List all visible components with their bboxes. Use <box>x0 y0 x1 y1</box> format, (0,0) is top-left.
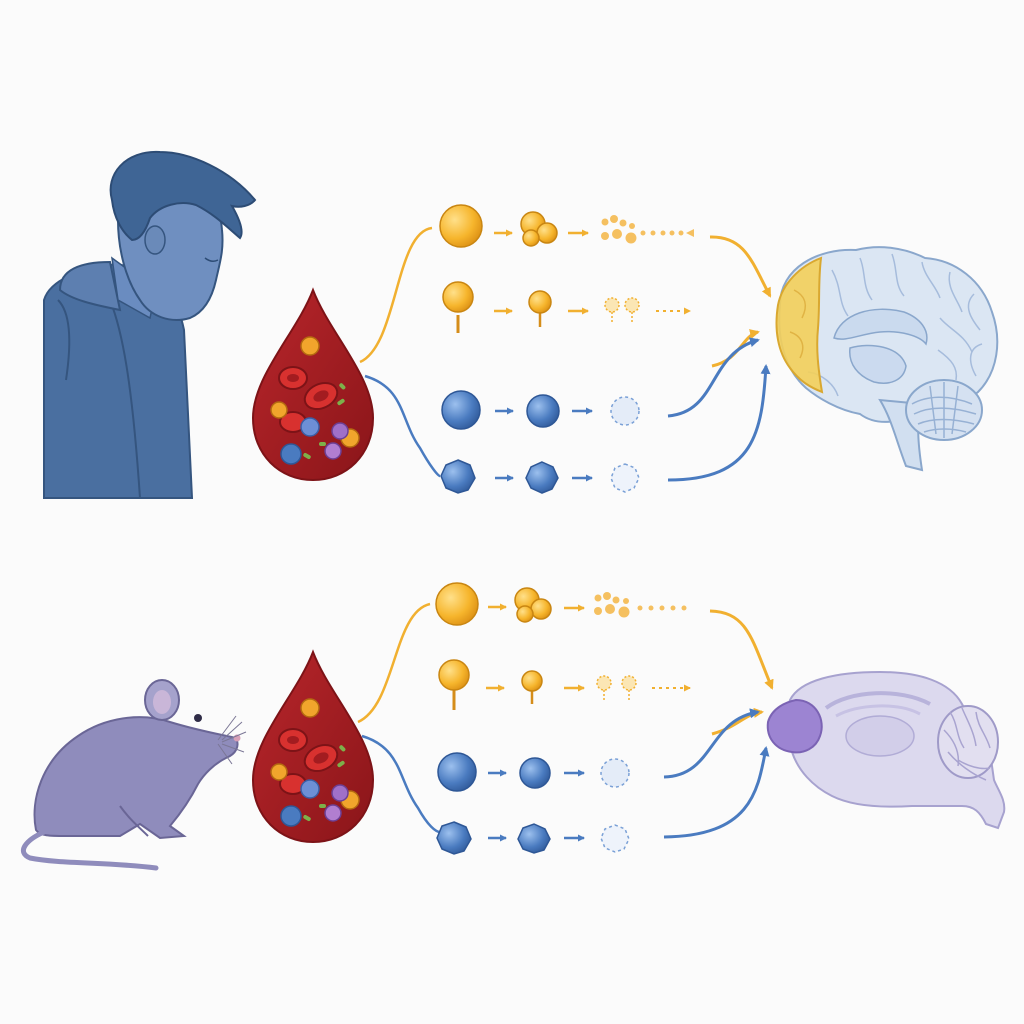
metabolite-heptagon-intact <box>436 821 472 855</box>
flow-arrow-gold-upper <box>709 235 772 298</box>
metabolite-heptagon-intact <box>440 459 476 494</box>
metabolite-heptagon-fading <box>610 463 640 493</box>
metabolite-cluster <box>514 587 552 623</box>
metabolite-sphere-intact <box>519 757 551 789</box>
human-brain-sagittal-icon <box>775 246 999 472</box>
metabolite-cluster <box>520 211 558 247</box>
metabolite-pin-shrunken <box>521 670 543 704</box>
metabolite-sphere-intact <box>526 394 560 428</box>
flow-arrow-blue-lower <box>663 746 770 839</box>
blood-drop-icon <box>252 651 374 843</box>
flow-arrow-gold-lower <box>711 329 760 368</box>
flow-arrow-blue-upper <box>663 708 760 779</box>
connector-blue-branch <box>361 734 441 834</box>
metabolite-sphere-fading <box>600 758 630 788</box>
metabolite-pin-fading <box>604 297 640 322</box>
metabolite-sphere-intact <box>435 582 479 626</box>
metabolite-pin-shrunken <box>528 290 552 327</box>
metabolite-pin-intact <box>442 281 474 333</box>
metabolite-fragments <box>601 215 684 244</box>
mouse-brain-sagittal-icon <box>766 670 1006 830</box>
flow-arrow-gold-upper <box>709 609 774 690</box>
prefrontal-cortex-region <box>775 256 824 394</box>
metabolite-pin-intact <box>438 659 470 710</box>
pathway-row-1 <box>435 582 687 626</box>
metabolite-fragments <box>594 592 687 618</box>
pathway-row-2 <box>438 659 691 710</box>
pathway-row-3 <box>441 390 640 430</box>
metabolite-sphere-fading <box>610 396 640 426</box>
metabolite-pin-fading <box>596 675 637 700</box>
human-adolescent-icon <box>43 150 257 499</box>
flow-arrow-blue-lower <box>667 364 771 482</box>
panel-mouse <box>21 582 1006 871</box>
prefrontal-cortex-region <box>766 698 823 754</box>
metabolite-sphere-intact <box>441 390 481 430</box>
metabolite-heptagon-intact <box>525 461 559 494</box>
metabolite-heptagon-fading <box>600 824 630 853</box>
connector-blue-branch <box>364 374 441 478</box>
mouse-icon <box>21 679 247 871</box>
pathway-row-2 <box>442 281 691 333</box>
pathway-row-4 <box>440 459 640 494</box>
flow-arrow-gold-lower <box>711 707 764 736</box>
connector-gold-branch <box>357 602 431 724</box>
metabolite-sphere-intact <box>437 752 477 792</box>
blood-drop-icon <box>252 289 374 481</box>
panel-human <box>43 150 999 499</box>
pathway-row-4 <box>436 821 630 855</box>
connector-gold-branch <box>359 226 433 364</box>
flow-arrow-blue-upper <box>667 337 760 418</box>
pathway-row-1 <box>439 204 694 248</box>
metabolite-sphere-intact <box>439 204 483 248</box>
pathway-row-3 <box>437 752 630 792</box>
metabolite-heptagon-intact <box>517 823 551 854</box>
